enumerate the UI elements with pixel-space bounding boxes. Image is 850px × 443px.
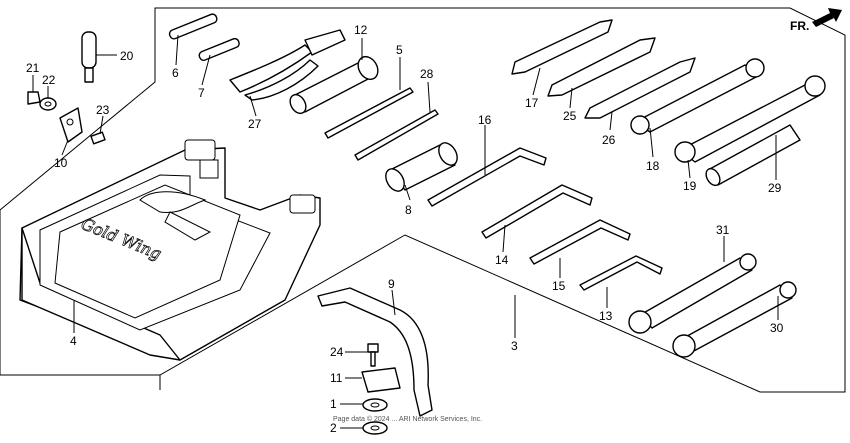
screwdriver-5 [324,87,414,139]
callout-14[interactable]: 14 [495,253,509,267]
callout-28[interactable]: 28 [420,67,434,81]
front-direction-arrow: FR. [790,8,842,33]
callout-7[interactable]: 7 [198,86,205,100]
washer-1 [362,398,388,412]
tool-7 [198,37,240,61]
pliers-27 [229,29,346,101]
hex-key-15 [529,219,631,265]
hex-key-14 [481,184,593,239]
callout-26[interactable]: 26 [602,133,616,147]
wrench-26 [584,57,696,119]
callout-13[interactable]: 13 [599,309,613,323]
callout-20[interactable]: 20 [120,49,134,63]
callout-6[interactable]: 6 [172,66,179,80]
spanner-30 [672,281,797,358]
callout-31[interactable]: 31 [716,223,730,237]
bolt-23 [90,131,106,145]
callout-2[interactable]: 2 [330,421,337,435]
callout-9[interactable]: 9 [388,277,395,291]
hex-key-13 [579,255,663,291]
strap-9 [317,287,433,417]
leader-lines [32,34,779,429]
bracket-11 [361,367,401,393]
callout-16[interactable]: 16 [478,113,492,127]
callout-3[interactable]: 3 [511,339,518,353]
direction-label: FR. [790,19,809,33]
callouts: 20 21 22 23 10 6 7 27 12 5 28 8 16 14 15… [26,23,784,435]
callout-10[interactable]: 10 [54,156,68,170]
spanner-31 [628,253,757,334]
callout-4[interactable]: 4 [70,334,77,348]
callout-27[interactable]: 27 [248,117,262,131]
kit-boundary [0,7,846,393]
callout-29[interactable]: 29 [768,181,782,195]
screwdriver-handle-12 [289,55,379,115]
storage-box-boundary [0,210,161,390]
washer-2 [362,421,388,435]
callout-8[interactable]: 8 [405,203,412,217]
washer-22 [39,97,57,111]
callout-21[interactable]: 21 [26,61,40,75]
bolt-24 [367,343,379,367]
nut-21 [27,91,41,105]
callout-22[interactable]: 22 [42,73,56,87]
callout-25[interactable]: 25 [563,109,577,123]
wrench-18 [630,58,765,135]
callout-30[interactable]: 30 [770,321,784,335]
bolt-20 [81,31,97,83]
wrench-25 [547,37,656,97]
callout-12[interactable]: 12 [354,23,368,37]
bracket-10 [59,107,83,143]
callout-18[interactable]: 18 [646,159,660,173]
tool-6 [168,13,218,40]
callout-17[interactable]: 17 [525,96,539,110]
callout-1[interactable]: 1 [330,397,337,411]
callout-24[interactable]: 24 [330,345,344,359]
callout-23[interactable]: 23 [96,103,110,117]
callout-5[interactable]: 5 [396,43,403,57]
callout-19[interactable]: 19 [683,179,697,193]
copyright-notice: Page data © 2024 ... ARI Network Service… [333,415,482,423]
wrench-17 [511,19,613,75]
handle-8 [385,142,458,192]
storage-box: Gold Wing [19,139,321,361]
wrench-19 [674,75,826,163]
hex-key-16 [427,147,547,207]
callout-11[interactable]: 11 [330,371,343,385]
callout-15[interactable]: 15 [552,279,566,293]
screwdriver-28 [354,109,439,161]
